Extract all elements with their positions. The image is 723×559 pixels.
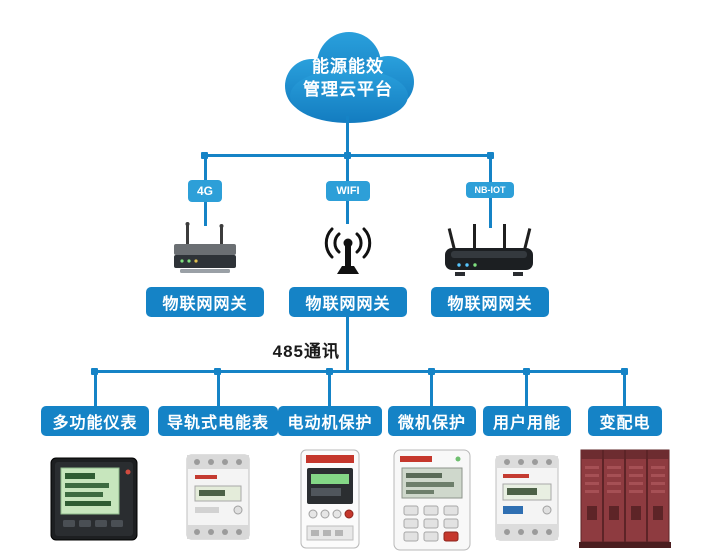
device-label-multifunction-meter: 多功能仪表 — [41, 406, 149, 436]
4g-router-icon — [166, 222, 244, 278]
connector-drop-3 — [328, 370, 331, 408]
device-label-user-energy: 用户用能 — [483, 406, 571, 436]
cloud-title-line1: 能源能效 — [312, 57, 384, 76]
connector-drop-4 — [430, 370, 433, 408]
connector-drop-1 — [94, 370, 97, 408]
cloud-icon — [270, 26, 426, 126]
microcomputer-protection-device-image — [392, 448, 472, 552]
multifunction-meter-image — [49, 452, 141, 544]
device-label-microcomputer-protection: 微机保护 — [388, 406, 476, 436]
connector-drop-2 — [217, 370, 220, 408]
connector-cloud-trunk — [346, 116, 349, 156]
power-distribution-cabinet-image — [579, 448, 671, 548]
connector-bus — [94, 370, 627, 373]
device-label-din-rail-energy-meter: 导轨式电能表 — [158, 406, 278, 436]
cloud-title-line2: 管理云平台 — [303, 80, 393, 99]
link-badge-4g: 4G — [188, 180, 222, 202]
connector-bus-trunk — [346, 317, 349, 373]
connector-drop-6 — [623, 370, 626, 408]
user-energy-meter-image — [491, 452, 563, 544]
gateway-label-mid: 物联网网关 — [289, 287, 407, 317]
motor-protection-device-image — [299, 448, 361, 550]
gateway-label-left: 物联网网关 — [146, 287, 264, 317]
link-badge-nb-iot: NB-IOT — [466, 182, 514, 198]
bus-label-485: 485通讯 — [272, 342, 340, 361]
connector-drop-5 — [525, 370, 528, 408]
device-label-power-distribution: 变配电 — [588, 406, 662, 436]
wifi-antenna-icon — [318, 220, 378, 278]
nb-iot-router-icon — [441, 224, 539, 282]
link-badge-wifi: WIFI — [326, 181, 370, 201]
device-label-motor-protection: 电动机保护 — [278, 406, 382, 436]
gateway-label-right: 物联网网关 — [431, 287, 549, 317]
din-rail-energy-meter-image — [182, 450, 254, 545]
